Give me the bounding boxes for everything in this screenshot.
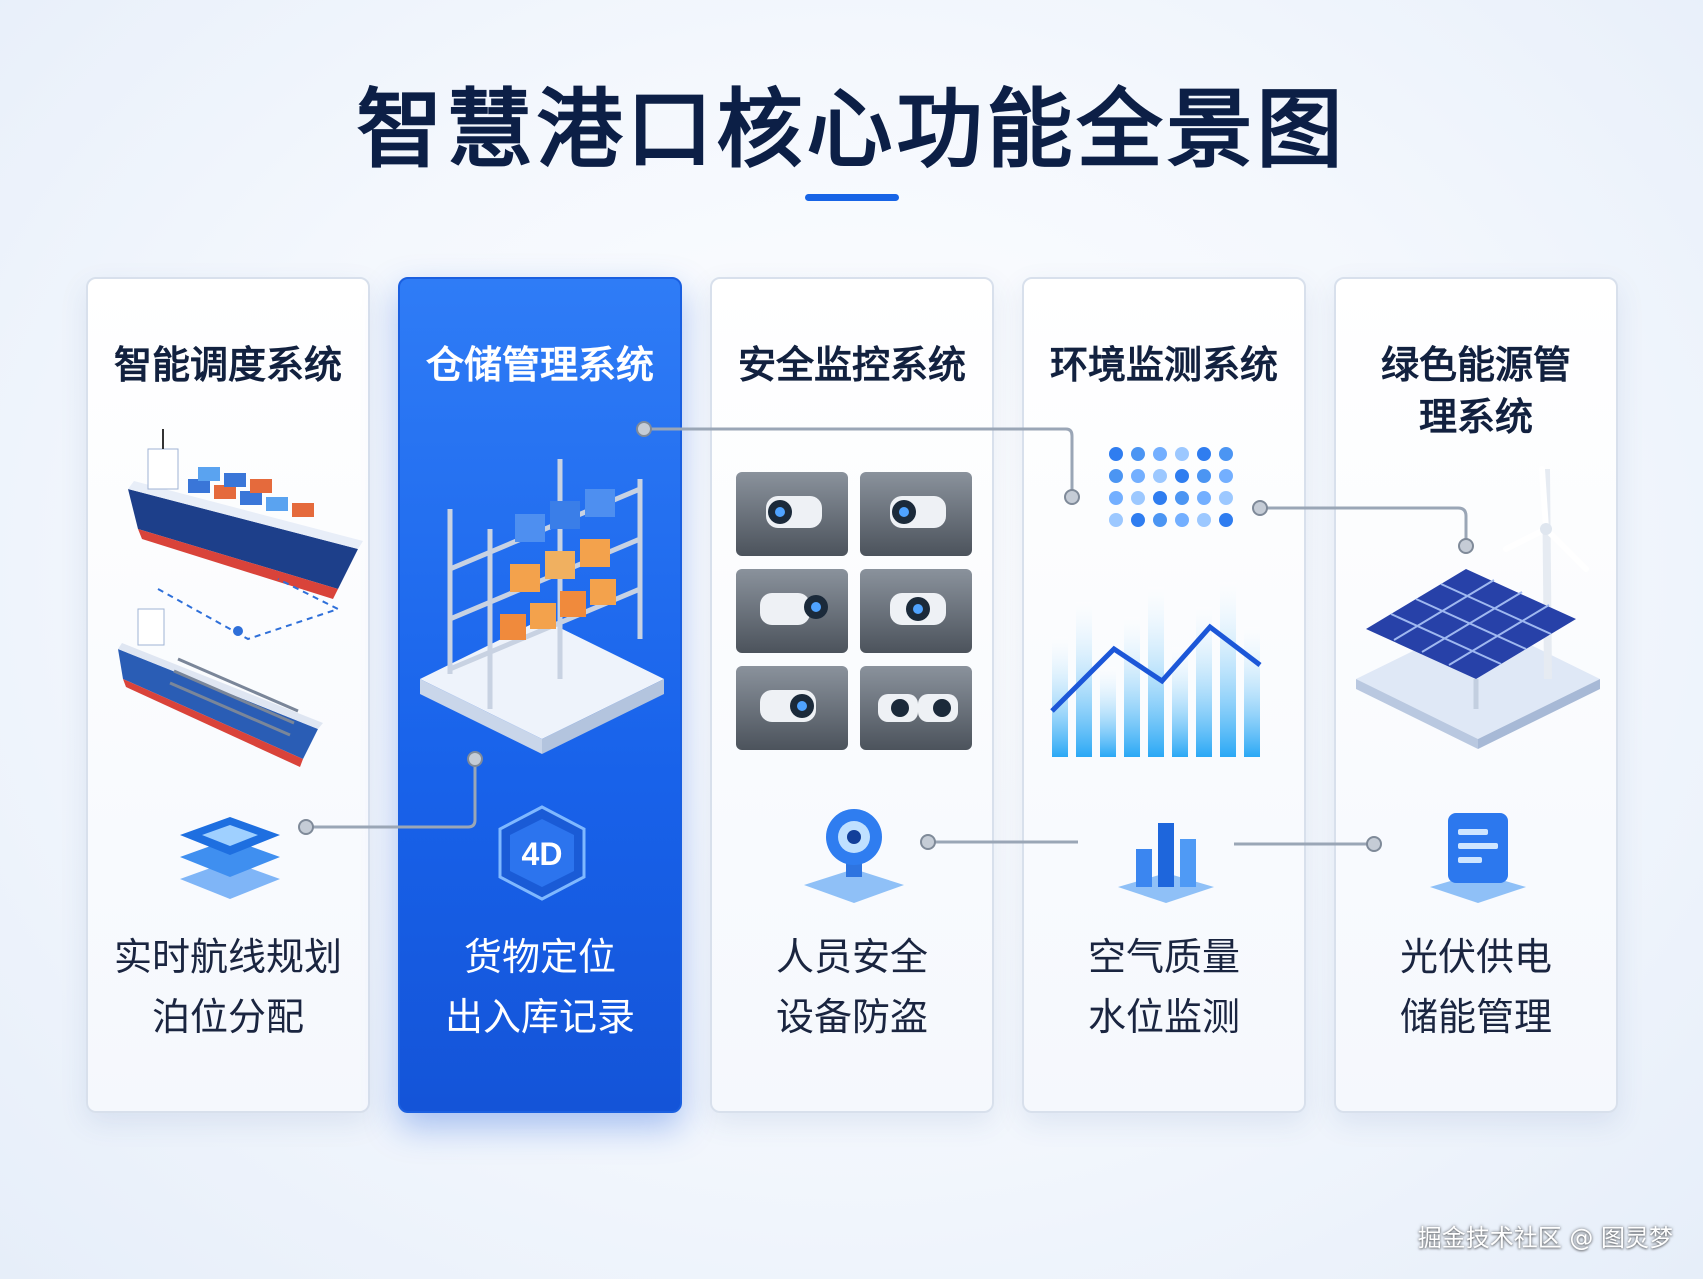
sensor-dot: [1175, 513, 1189, 527]
sensor-dot: [1109, 469, 1123, 483]
feature-item: 光伏供电: [1399, 935, 1552, 979]
feature-item: 出入库记录: [444, 995, 635, 1039]
feature-list: 空气质量 水位监测: [1024, 927, 1304, 1047]
feature-item: 人员安全: [775, 935, 928, 979]
sensor-dot: [1219, 469, 1233, 483]
sensor-dot: [1109, 447, 1123, 461]
card-title: 环境监测系统: [1049, 343, 1278, 387]
feature-list: 实时航线规划 泊位分配: [88, 927, 368, 1047]
card-title: 仓储管理系统: [425, 343, 654, 387]
card-dispatch-system[interactable]: 智能调度系统: [86, 277, 370, 1113]
sensor-dot: [1131, 447, 1145, 461]
sensor-dot: [1109, 491, 1123, 505]
layers-icon: [180, 817, 280, 899]
solar-wind-illustration: [1356, 466, 1600, 749]
sensor-dot: [1175, 447, 1189, 461]
feature-list: 人员安全 设备防盗: [712, 927, 992, 1047]
4d-label: 4D: [522, 836, 563, 872]
sensor-dot: [1131, 491, 1145, 505]
card-title: 智能调度系统: [113, 343, 342, 387]
sensor-dot: [1153, 491, 1167, 505]
feature-list: 光伏供电 储能管理: [1336, 927, 1616, 1047]
feature-item: 储能管理: [1399, 995, 1552, 1039]
feature-item: 水位监测: [1087, 995, 1240, 1039]
feature-item: 实时航线规划: [113, 935, 342, 979]
sensor-dot: [1197, 469, 1211, 483]
card-green-energy-system[interactable]: 绿色能源管理系统 光伏供电 储能管理: [1334, 277, 1618, 1113]
sensor-dot: [1175, 491, 1189, 505]
webcam-icon: [804, 809, 904, 903]
sensor-chart-illustration: [1050, 447, 1262, 757]
feature-item: 货物定位: [463, 935, 616, 979]
card-warehouse-system[interactable]: 仓储管理系统 4D 货物定位 出入库记录: [398, 277, 682, 1113]
feature-item: 设备防盗: [775, 995, 928, 1039]
feature-item: 空气质量: [1087, 935, 1240, 979]
sensor-dot: [1131, 513, 1145, 527]
security-cameras-grid: [736, 472, 972, 750]
sensor-dot: [1175, 469, 1189, 483]
sensor-bar: [1220, 582, 1236, 757]
card-security-system[interactable]: 安全监控系统 人员安全 设备防盗: [710, 277, 994, 1113]
page-title: 智慧港口核心功能全景图: [356, 80, 1347, 180]
feature-list: 货物定位 出入库记录: [400, 927, 680, 1047]
sensor-bar: [1052, 637, 1068, 757]
card-title: 绿色能源管理系统: [1380, 343, 1571, 439]
sensor-dot: [1197, 447, 1211, 461]
bar-chart-icon: [1118, 823, 1214, 903]
sensor-dot: [1197, 491, 1211, 505]
card-title: 安全监控系统: [737, 343, 966, 387]
sensor-dot: [1219, 491, 1233, 505]
sensor-bar: [1148, 587, 1164, 757]
feature-item: 泊位分配: [151, 995, 304, 1039]
sensor-dot: [1219, 513, 1233, 527]
sensor-bar: [1124, 617, 1140, 757]
sensor-bar: [1172, 647, 1188, 757]
sensor-bar: [1196, 607, 1212, 757]
cargo-ships-illustration: [118, 429, 363, 767]
sensor-dot: [1153, 469, 1167, 483]
document-icon: [1430, 813, 1526, 903]
sensor-bar: [1244, 627, 1260, 757]
sensor-dot: [1109, 513, 1123, 527]
watermark: 掘金技术社区 @ 图灵梦: [1417, 1224, 1673, 1252]
sensor-dot: [1219, 447, 1233, 461]
sensor-dot: [1153, 447, 1167, 461]
warehouse-shelves-illustration: [420, 459, 664, 754]
title-underline: [805, 194, 899, 201]
card-environment-system[interactable]: 环境监测系统 空气质量 水位监测: [1022, 277, 1306, 1113]
sensor-dot: [1197, 513, 1211, 527]
sensor-dot: [1131, 469, 1145, 483]
sensor-bar: [1100, 667, 1116, 757]
sensor-dot: [1153, 513, 1167, 527]
4d-hexagon-icon: 4D: [498, 805, 586, 901]
